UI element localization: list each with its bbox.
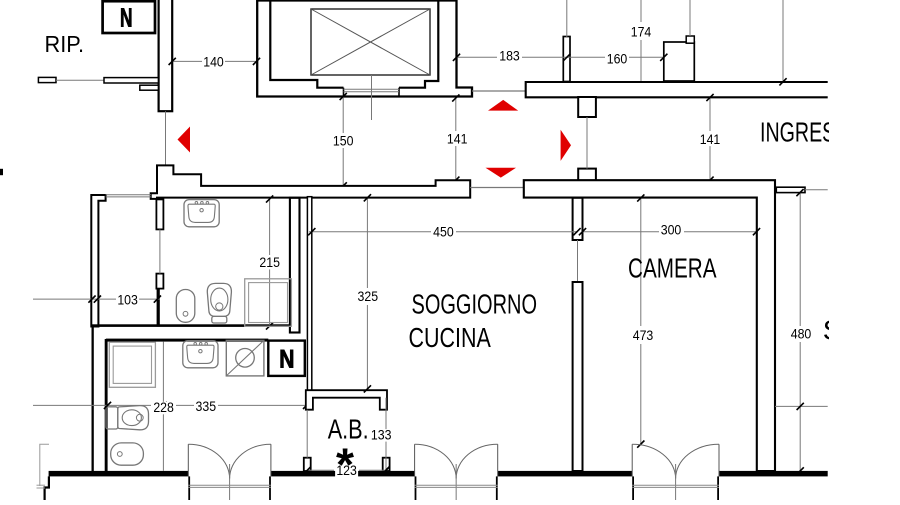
- svg-text:215: 215: [259, 254, 280, 270]
- svg-text:S: S: [823, 315, 842, 346]
- svg-text:N: N: [279, 345, 294, 373]
- svg-text:103: 103: [117, 292, 138, 308]
- svg-text:325: 325: [358, 288, 379, 304]
- svg-text:SOGGIORNO: SOGGIORNO: [412, 288, 538, 319]
- svg-text:123: 123: [336, 462, 357, 478]
- svg-text:450: 450: [433, 224, 454, 240]
- svg-text:480: 480: [791, 326, 812, 342]
- svg-text:183: 183: [499, 47, 520, 63]
- svg-text:473: 473: [633, 327, 654, 343]
- svg-text:CAMERA: CAMERA: [628, 252, 717, 283]
- svg-text:141: 141: [447, 131, 468, 147]
- svg-text:RIP.: RIP.: [45, 31, 85, 57]
- svg-text:A.B.: A.B.: [328, 413, 369, 444]
- svg-text:228: 228: [153, 399, 174, 415]
- svg-text:N: N: [120, 2, 133, 32]
- svg-text:*: *: [336, 439, 354, 491]
- svg-text:174: 174: [631, 24, 652, 40]
- svg-text:300: 300: [661, 221, 682, 237]
- svg-text:141: 141: [700, 131, 721, 147]
- svg-text:160: 160: [607, 50, 628, 66]
- svg-text:150: 150: [333, 133, 354, 149]
- svg-text:133: 133: [371, 426, 392, 442]
- svg-text:140: 140: [203, 54, 224, 70]
- svg-text:INGRESSO: INGRESSO: [760, 116, 864, 147]
- svg-text:CUCINA: CUCINA: [409, 322, 492, 353]
- svg-text:335: 335: [196, 398, 217, 414]
